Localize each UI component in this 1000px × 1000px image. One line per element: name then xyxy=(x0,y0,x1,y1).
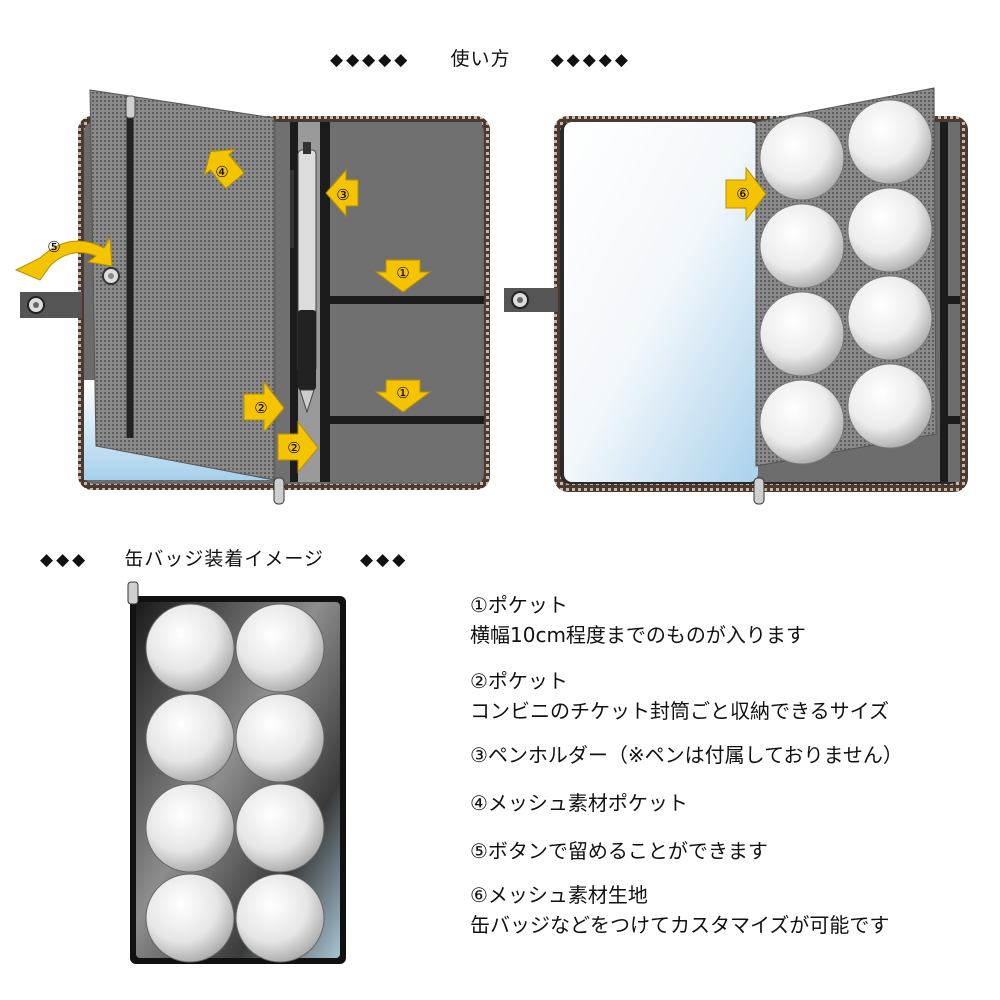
zipper-pull xyxy=(273,477,285,505)
feature-title: ②ポケット xyxy=(470,669,568,693)
svg-text:③: ③ xyxy=(336,186,349,204)
feature-item-4: ④メッシュ素材ポケット xyxy=(470,788,688,818)
diamond-decoration-right: ◆◆◆ xyxy=(360,550,409,570)
badge xyxy=(759,291,845,377)
mirror-panel xyxy=(564,122,758,482)
arrow-marker-3: ③ xyxy=(325,168,359,218)
svg-text:②: ② xyxy=(254,399,267,417)
feature-item-5: ⑤ボタンで留めることができます xyxy=(470,836,768,866)
badge xyxy=(235,783,325,873)
section2-header: ◆◆◆ 缶バッジ装着イメージ ◆◆◆ xyxy=(40,544,408,571)
badge xyxy=(235,603,325,693)
badge xyxy=(847,99,933,185)
mesh-flap xyxy=(89,89,275,481)
badge xyxy=(235,693,325,783)
diamond-decoration-left: ◆◆◆ xyxy=(40,550,89,570)
feature-title: ⑥メッシュ素材生地 xyxy=(470,883,648,907)
feature-item-2: ②ポケット コンビニのチケット封筒ごと収納できるサイズ xyxy=(470,666,889,726)
badge xyxy=(847,187,933,273)
section1-title: 使い方 xyxy=(450,48,511,70)
pen xyxy=(290,142,317,414)
feature-description: 横幅10cm程度までのものが入ります xyxy=(470,623,806,647)
badge xyxy=(847,363,933,449)
diamond-decoration-right: ◆◆◆◆◆ xyxy=(550,50,631,70)
case-open-illustration: ① ① ② ② ③ ④ ⑤ xyxy=(14,89,490,505)
feature-title: ③ペンホルダー（※ペンは付属しておりません） xyxy=(470,743,903,767)
svg-text:①: ① xyxy=(396,384,409,402)
arrow-marker-5: ⑤ xyxy=(14,236,113,281)
zipper-pull xyxy=(127,581,139,605)
badge-grid xyxy=(759,99,933,465)
arrow-marker-1a: ① xyxy=(374,259,432,293)
badge xyxy=(759,379,845,465)
badge xyxy=(235,873,325,963)
pocket-strap xyxy=(328,416,484,424)
zipper-pull xyxy=(753,477,765,505)
svg-text:④: ④ xyxy=(215,163,228,181)
arrow-marker-4: ④ xyxy=(203,148,245,190)
feature-item-1: ①ポケット 横幅10cm程度までのものが入ります xyxy=(470,590,806,650)
case-mirror-illustration: ⑥ xyxy=(504,87,968,505)
feature-title: ⑤ボタンで留めることができます xyxy=(470,839,768,863)
arrow-marker-2a: ② xyxy=(243,380,285,434)
feature-description: コンビニのチケット封筒ごと収納できるサイズ xyxy=(470,699,889,723)
feature-title: ①ポケット xyxy=(470,593,568,617)
arrow-marker-6: ⑥ xyxy=(725,166,767,222)
arrow-marker-1b: ① xyxy=(374,379,432,413)
feature-description: 缶バッジなどをつけてカスタマイズが可能です xyxy=(470,913,890,937)
svg-text:⑤: ⑤ xyxy=(47,238,60,256)
badge xyxy=(145,693,235,783)
badge xyxy=(145,783,235,873)
arrow-marker-2b: ② xyxy=(277,420,319,474)
feature-title: ④メッシュ素材ポケット xyxy=(470,791,688,815)
section1-header: ◆◆◆◆◆ 使い方 ◆◆◆◆◆ xyxy=(330,44,631,71)
badge xyxy=(759,203,845,289)
badge xyxy=(847,275,933,361)
case-closed-badges-illustration xyxy=(127,581,346,964)
svg-text:⑥: ⑥ xyxy=(736,185,749,203)
svg-text:②: ② xyxy=(287,439,300,457)
badge xyxy=(145,603,235,693)
badge xyxy=(759,115,845,201)
section2-title: 缶バッジ装着イメージ xyxy=(124,548,324,570)
feature-item-6: ⑥メッシュ素材生地 缶バッジなどをつけてカスタマイズが可能です xyxy=(470,880,889,940)
zipper-pull xyxy=(125,95,136,119)
diamond-decoration-left: ◆◆◆◆◆ xyxy=(330,50,411,70)
svg-text:①: ① xyxy=(396,264,409,282)
feature-item-3: ③ペンホルダー（※ペンは付属しておりません） xyxy=(470,740,903,770)
pocket-strap xyxy=(328,296,484,304)
badge xyxy=(145,873,235,963)
badge-grid xyxy=(145,603,325,963)
